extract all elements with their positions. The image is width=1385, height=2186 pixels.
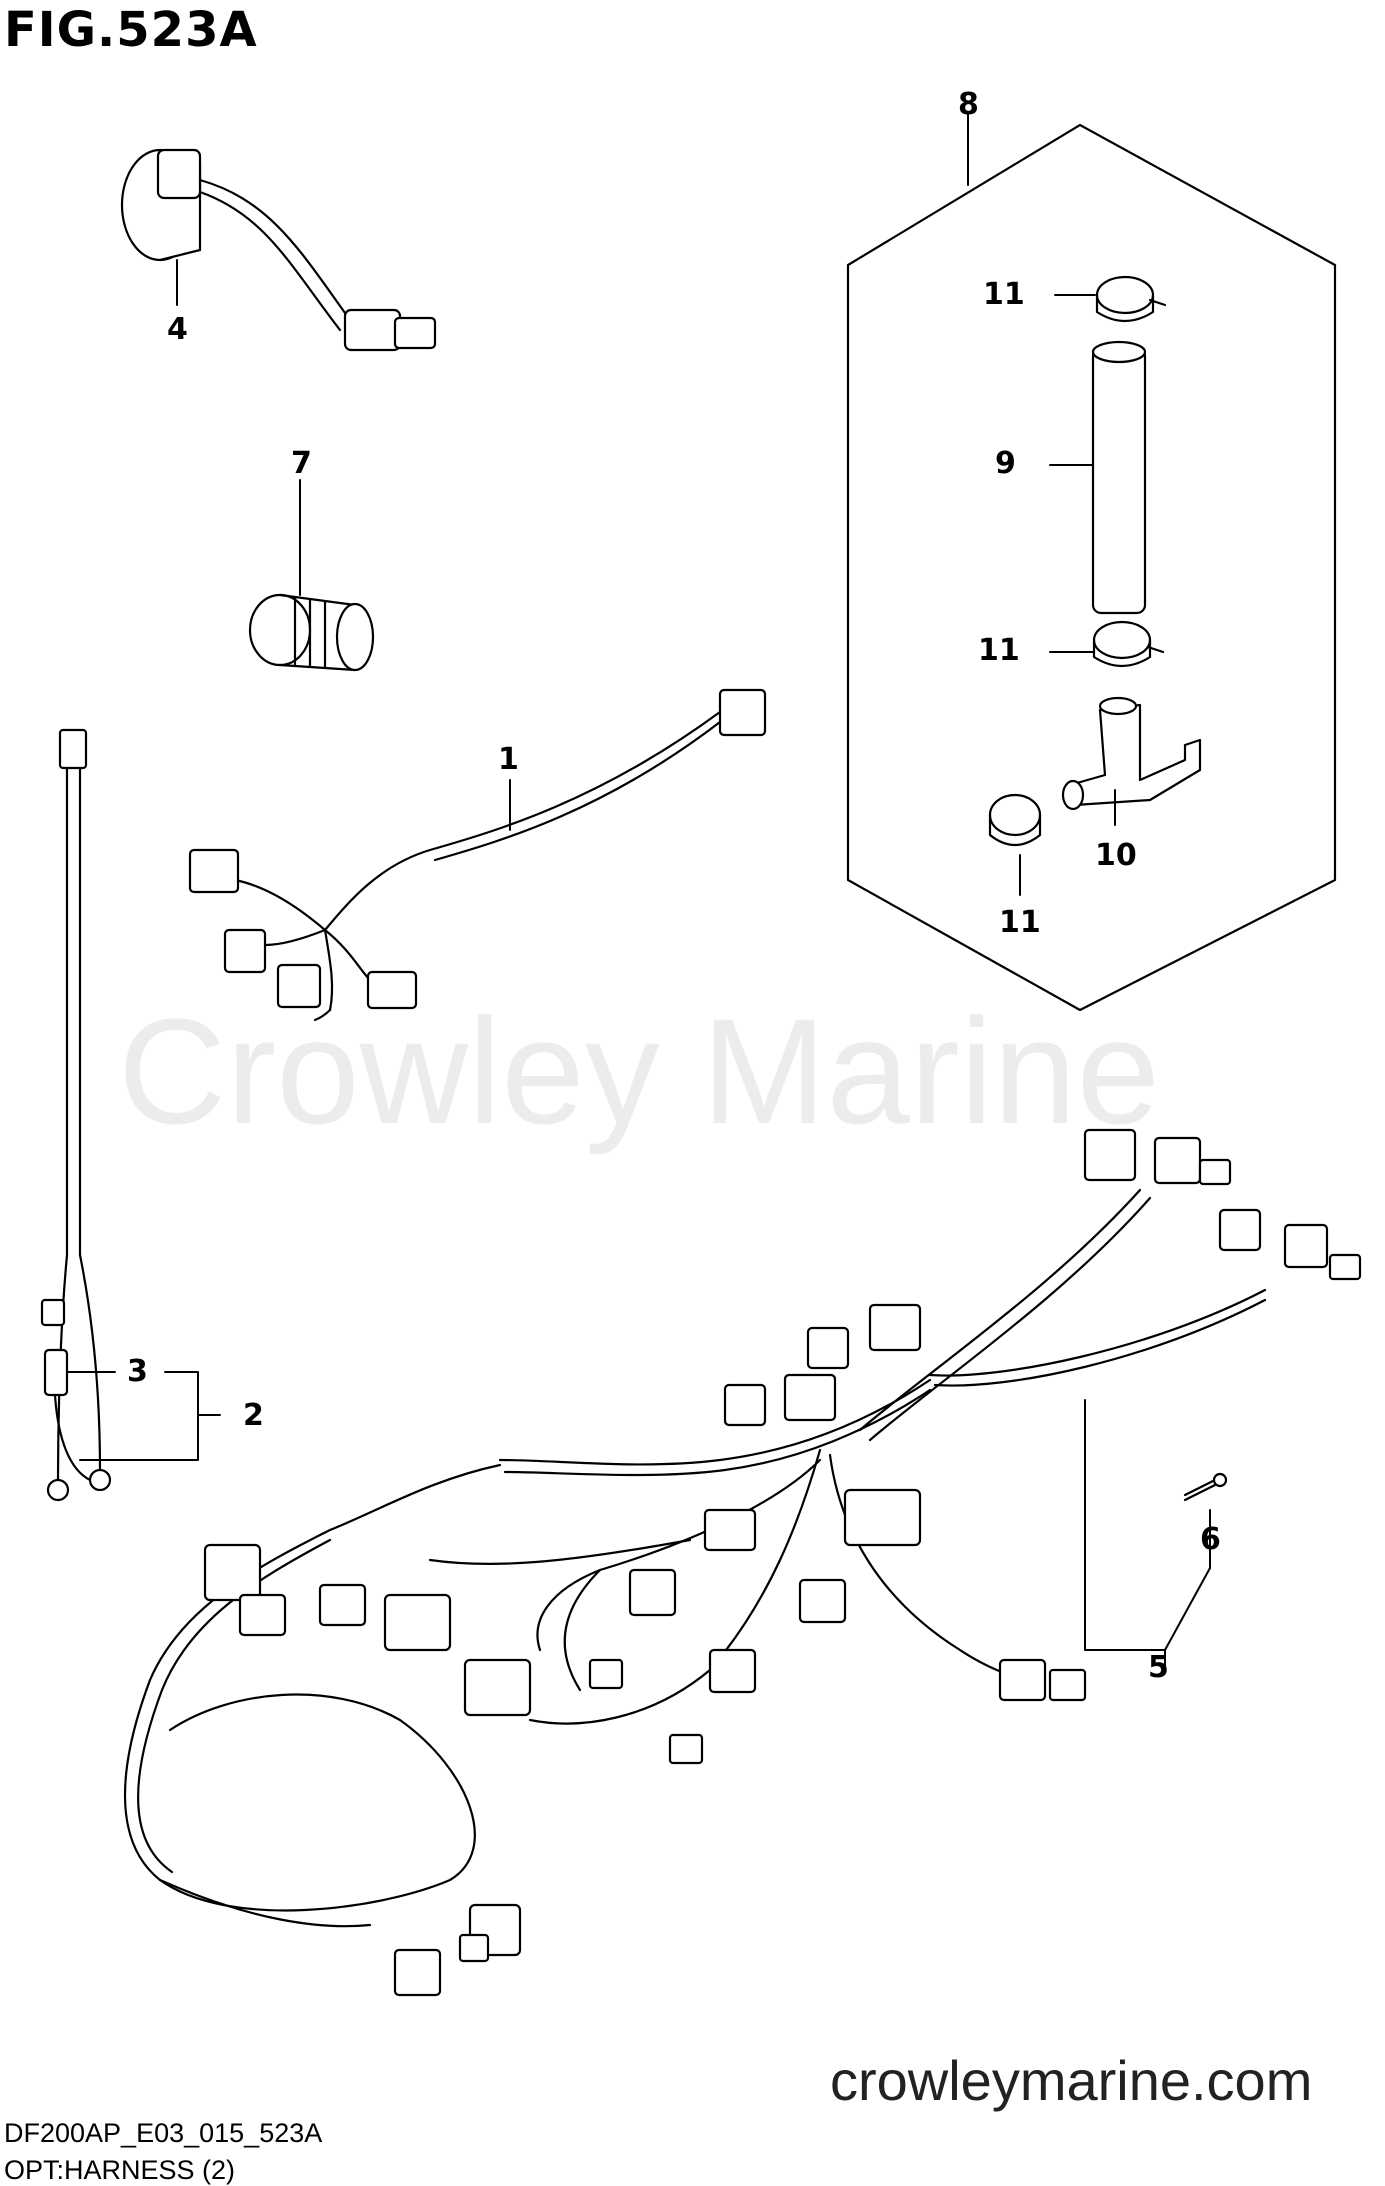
- part-10-tee-fitting: [1061, 696, 1202, 811]
- watermark-text: Crowley Marine: [118, 987, 1160, 1155]
- part-11-clamps: [988, 275, 1167, 847]
- part-1-harness: [188, 688, 767, 1022]
- callout-1: 1: [498, 742, 519, 777]
- callout-2: 2: [243, 1398, 264, 1433]
- callout-11-top: 11: [983, 277, 1025, 312]
- figure-subtitle: OPT:HARNESS (2): [4, 2155, 236, 2185]
- callout-3: 3: [127, 1354, 148, 1389]
- callout-11-bottom: 11: [999, 905, 1041, 940]
- kit-outline-hexagon: [846, 123, 1337, 1012]
- website-label: crowleymarine.com: [830, 2049, 1313, 2112]
- callout-5: 5: [1148, 1650, 1169, 1685]
- figure-title: FIG.523A: [4, 2, 258, 58]
- callout-6: 6: [1200, 1522, 1221, 1557]
- figure-code: DF200AP_E03_015_523A: [4, 2118, 323, 2148]
- part-9-hose: [1091, 340, 1147, 615]
- part-6-screw: [1183, 1472, 1228, 1502]
- part-7-plug: [248, 593, 375, 672]
- callout-4: 4: [167, 312, 188, 347]
- leader-lines: [67, 114, 1211, 1669]
- part-2-cable-assembly: [40, 728, 112, 1502]
- callout-7: 7: [291, 446, 312, 481]
- callout-9: 9: [995, 446, 1016, 481]
- part-5-main-harness: [123, 1188, 1267, 1928]
- callout-8: 8: [958, 87, 979, 122]
- callout-11-middle: 11: [978, 633, 1020, 668]
- callout-10: 10: [1095, 838, 1137, 873]
- harness-connectors: [203, 1128, 1362, 1997]
- part-4-sensor: [120, 148, 437, 352]
